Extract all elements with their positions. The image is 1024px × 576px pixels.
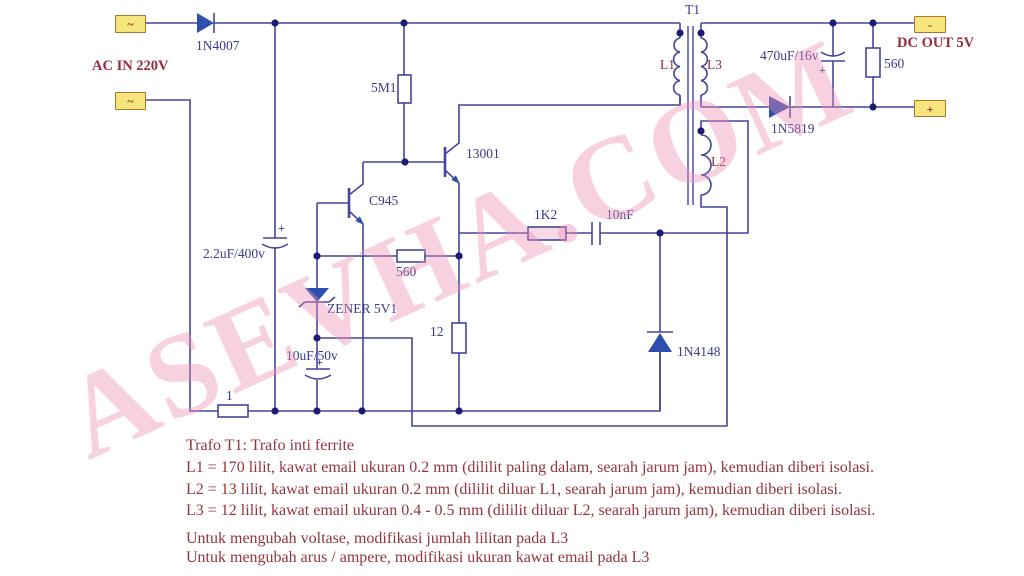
label-ac-in: AC IN 220V: [92, 58, 169, 74]
label-winding-l2: L2: [711, 154, 726, 169]
label-d-fb: 1N4148: [677, 344, 721, 359]
transformer-core: [687, 26, 694, 205]
note-line-l2: L2 = 13 lilit, kawat email ukuran 0.2 mm…: [186, 481, 842, 498]
label-d-out: 1N5819: [771, 121, 815, 136]
label-c-out: 470uF/16v: [760, 48, 819, 63]
diode-1n4007-icon: [197, 13, 214, 33]
label-c-bulk: 2.2uF/400v: [203, 246, 265, 261]
label-c-supply: 10uF/50v: [286, 348, 338, 363]
label-r-fb: 1K2: [534, 207, 558, 222]
note-line-voltage: Untuk mengubah voltase, modifikasi jumla…: [186, 530, 569, 547]
wires: [144, 13, 914, 427]
label-r-in: 1: [226, 388, 233, 403]
label-d-input: 1N4007: [196, 38, 240, 53]
diode-1n4148-icon: [648, 333, 672, 352]
plus-icon: +: [926, 101, 934, 116]
label-r-start: 5M1: [371, 80, 397, 95]
diode-1n5819-icon: [769, 96, 790, 118]
plus-mark-c-out: +: [819, 63, 826, 77]
resistor-560-mid: [396, 249, 426, 263]
label-q-main: 13001: [466, 146, 500, 161]
ac-wave-icon: ~: [127, 17, 134, 31]
cap-out-plates: [820, 51, 846, 62]
note-line-l3: L3 = 12 lilit, kawat email ukuran 0.4 - …: [186, 502, 876, 519]
terminal-dc-plus: +: [914, 100, 946, 117]
wire-bottom-rail: [144, 99, 661, 412]
label-dc-out: DC OUT 5V: [897, 35, 975, 51]
resistors: [217, 47, 881, 418]
label-r-base: 560: [396, 264, 417, 279]
wire-q-drive-base: [316, 202, 349, 256]
wire-l2-return: [317, 195, 728, 427]
winding-l1: [672, 37, 681, 96]
plus-mark-c-bulk: +: [278, 221, 285, 235]
minus-icon: -: [928, 17, 932, 32]
note-line-current: Untuk mengubah arus / ampere, modifikasi…: [186, 549, 650, 566]
junction-dots: [271, 19, 877, 415]
cap-supply-plates: [304, 368, 332, 380]
resistor-560-out: [865, 47, 881, 78]
note-line-l1: L1 = 170 lilit, kawat email ukuran 0.2 m…: [186, 459, 874, 476]
label-winding-l3: L3: [707, 57, 722, 72]
label-zener: ZENER 5V1: [327, 301, 398, 316]
label-q-drive: C945: [369, 193, 399, 208]
q-main-emitter-arrow: [451, 175, 460, 184]
label-winding-l1: L1: [660, 57, 675, 72]
label-r-load: 560: [884, 56, 905, 71]
terminal-ac-top: ~: [115, 15, 146, 33]
wire-q-drive-collector: [348, 162, 364, 196]
resistor-1k2: [527, 226, 567, 241]
label-transformer: T1: [685, 2, 700, 17]
diode-fills: [197, 13, 790, 352]
plus-mark-c-supply: +: [316, 355, 323, 369]
resistor-1: [217, 404, 249, 418]
label-r-sense: 12: [430, 324, 444, 339]
resistor-12: [451, 322, 467, 354]
wire-feedback: [459, 120, 749, 245]
terminal-dc-minus: -: [914, 16, 946, 33]
zener-diode-icon: [305, 288, 329, 302]
resistor-5m1: [397, 74, 412, 104]
cap-bulk-plates: [261, 237, 289, 249]
ac-wave-icon: ~: [127, 94, 134, 108]
terminal-ac-bottom: ~: [115, 92, 146, 110]
winding-l3: [700, 37, 709, 96]
notes-title: Trafo T1: Trafo inti ferrite: [186, 437, 354, 454]
label-c-fb: 10nF: [606, 207, 634, 222]
winding-l2: [700, 134, 712, 196]
q-drive-emitter-arrow: [355, 216, 364, 225]
wire-q-main-emitter: [444, 169, 460, 411]
